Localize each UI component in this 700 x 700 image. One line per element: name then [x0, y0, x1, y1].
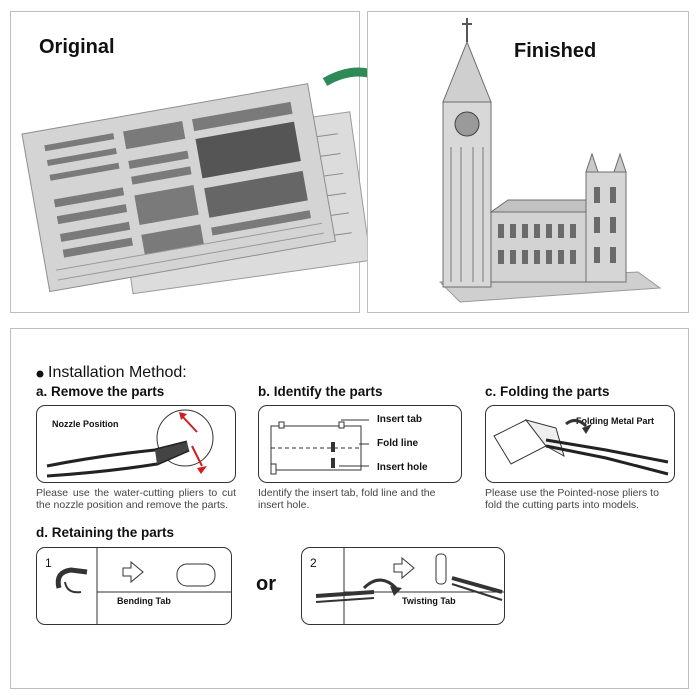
pointed-nose-pliers-icon	[493, 419, 669, 476]
or-separator: or	[256, 573, 276, 595]
step-c-illustration: Folding Metal Part	[485, 405, 675, 483]
folding-metal-part-label: Folding Metal Part	[576, 416, 655, 426]
step-b-title: b. Identify the parts	[258, 384, 383, 399]
water-cutting-pliers-icon	[46, 409, 214, 478]
step-d1-illustration: 1 Bending Tab	[36, 547, 232, 625]
bending-tab-icon	[55, 548, 231, 624]
step-a-title: a. Remove the parts	[36, 384, 165, 399]
finished-title: Finished	[514, 40, 597, 62]
step-c-description: Please use the Pointed-nose pliers to fo…	[485, 487, 659, 511]
bending-tab-label: Bending Tab	[117, 596, 171, 606]
fold-line-label: Fold line	[377, 438, 419, 449]
step-a-illustration: Nozzle Position	[36, 405, 236, 483]
nozzle-position-label: Nozzle Position	[52, 419, 119, 429]
step-d2-number: 2	[310, 556, 317, 570]
step-d-title: d. Retaining the parts	[36, 525, 175, 540]
step-c-title: c. Folding the parts	[485, 384, 610, 399]
step-a-description: Please use the water-cutting pliers to c…	[36, 487, 236, 511]
finished-panel: Finished	[367, 11, 689, 313]
original-title: Original	[39, 36, 115, 58]
bullet-icon	[36, 370, 44, 378]
metal-sheets-image	[21, 83, 372, 295]
part-diagram-icon	[270, 419, 369, 475]
installation-panel: Installation Method: a. Remove the parts…	[10, 328, 689, 689]
step-d1-number: 1	[45, 556, 52, 570]
original-panel: Original	[10, 11, 372, 313]
big-ben-model-image	[438, 18, 662, 303]
insert-hole-label: Insert hole	[377, 462, 428, 473]
step-b-illustration: Insert tab Fold line Insert hole	[258, 405, 462, 483]
step-b-description: Identify the insert tab, fold line and t…	[258, 487, 436, 511]
step-d2-illustration: 2 Twisting Tab	[301, 547, 505, 625]
installation-heading: Installation Method:	[48, 364, 187, 381]
insert-tab-label: Insert tab	[377, 414, 423, 425]
twisting-tab-label: Twisting Tab	[402, 596, 456, 606]
twisting-tab-icon	[315, 548, 504, 624]
